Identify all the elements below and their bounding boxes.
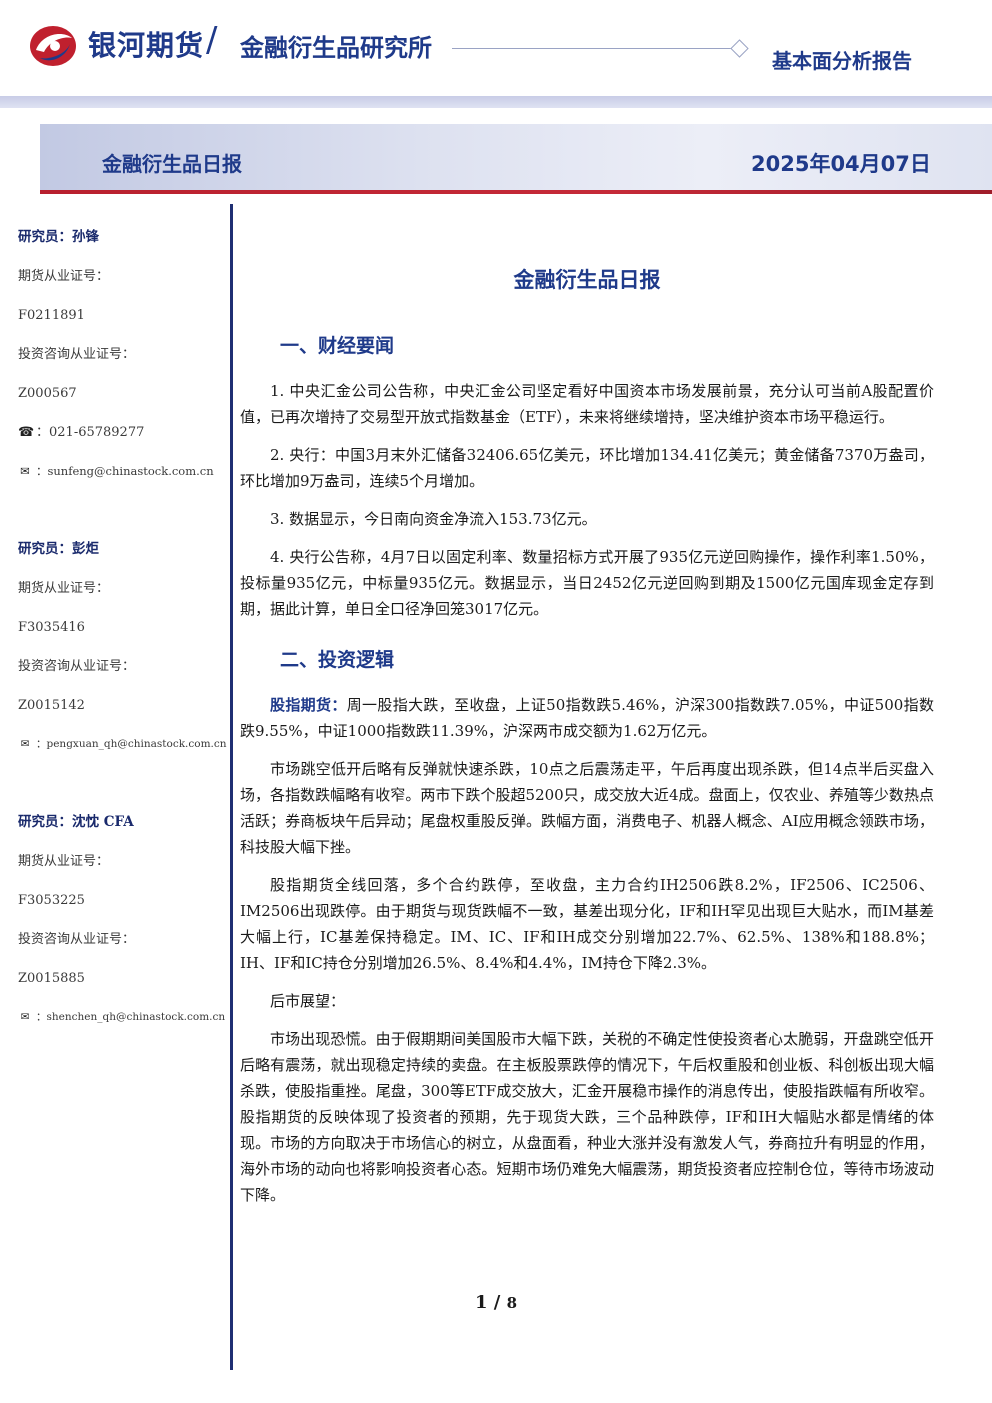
analyst-card: 研究员：沈忱 CFA 期货从业证号： F3053225 投资咨询从业证号： Z0…: [18, 803, 226, 1037]
consult-number: Z0015885: [18, 971, 85, 986]
report-body: 金融衍生品日报 一、财经要闻 1. 中央汇金公司公告称，中央汇金公司坚定看好中国…: [240, 258, 934, 1220]
document-title: 金融衍生品日报: [513, 268, 661, 292]
analyst-sidebar: 研究员：孙锋 期货从业证号： F0211891 投资咨询从业证号： Z00056…: [18, 218, 227, 1037]
header-divider-line: [452, 48, 732, 49]
title-banner: [40, 124, 992, 194]
consult-label: 投资咨询从业证号：: [18, 659, 136, 674]
diamond-icon: [730, 39, 749, 58]
analyst-name: 研究员：孙锋: [18, 229, 99, 245]
email-row: ✉ ：sunfeng@chinastock.com.cn: [18, 452, 226, 491]
consult-number: Z0015142: [18, 698, 85, 713]
license-number: F3053225: [18, 893, 85, 908]
email-row: ✉ ：pengxuan_qh@chinastock.com.cn: [18, 725, 227, 764]
brand-divider: /: [206, 20, 218, 60]
phone-row: ☎：021-65789277: [18, 413, 226, 452]
license-label: 期货从业证号：: [18, 581, 110, 596]
index-futures-label: 股指期货：: [270, 696, 347, 714]
email-row: ✉ ：shenchen_qh@chinastock.com.cn: [18, 998, 226, 1037]
index-futures-text: 周一股指大跌，至收盘，上证50指数跌5.46%，沪深300指数跌7.05%，中证…: [240, 696, 934, 740]
consult-label: 投资咨询从业证号：: [18, 347, 136, 362]
email-link[interactable]: ：pengxuan_qh@chinastock.com.cn: [36, 738, 227, 750]
section-heading-news: 一、财经要闻: [280, 335, 395, 357]
consult-number: Z000567: [18, 386, 77, 401]
brand-name: 银河期货: [88, 29, 205, 62]
page-number: 1 / 8: [0, 1292, 992, 1313]
page-separator: /: [487, 1292, 507, 1313]
analyst-name: 研究员：彭炬: [18, 541, 99, 557]
license-label: 期货从业证号：: [18, 269, 110, 284]
mail-icon: ✉: [20, 464, 30, 478]
outlook-label: 后市展望：: [270, 992, 346, 1010]
mail-icon: ✉: [20, 1011, 30, 1023]
banner-accent-bar: [40, 190, 992, 194]
report-date: 2025年04月07日: [751, 152, 931, 176]
futures-paragraph: 股指期货全线回落，多个合约跌停，至收盘，主力合约IH2506跌8.2%，IF25…: [240, 876, 934, 972]
institute-name: 金融衍生品研究所: [240, 34, 432, 62]
index-futures-summary: 股指期货：周一股指大跌，至收盘，上证50指数跌5.46%，沪深300指数跌7.0…: [240, 692, 934, 744]
header-rule: [0, 96, 992, 108]
phone-icon: ☎: [18, 425, 35, 440]
mail-icon: ✉: [20, 738, 30, 750]
email-link[interactable]: ：shenchen_qh@chinastock.com.cn: [36, 1011, 226, 1023]
analyst-name: 研究员：沈忱 CFA: [18, 814, 134, 830]
news-item: 3. 数据显示，今日南向资金净流入153.73亿元。: [270, 510, 597, 528]
email-link[interactable]: ：sunfeng@chinastock.com.cn: [36, 464, 214, 478]
analyst-card: 研究员：孙锋 期货从业证号： F0211891 投资咨询从业证号： Z00056…: [18, 218, 226, 491]
consult-label: 投资咨询从业证号：: [18, 932, 136, 947]
current-page: 1: [474, 1292, 488, 1313]
license-number: F3035416: [18, 620, 85, 635]
news-item: 2. 央行：中国3月末外汇储备32406.65亿美元，环比增加134.41亿美元…: [240, 446, 934, 490]
sidebar-divider: [230, 204, 233, 1370]
news-item: 4. 央行公告称，4月7日以固定利率、数量招标方式开展了935亿元逆回购操作，操…: [240, 548, 934, 618]
market-paragraph: 市场跳空低开后略有反弹就快速杀跌，10点之后震荡走平，午后再度出现杀跌，但14点…: [240, 760, 934, 856]
section-heading-logic: 二、投资逻辑: [280, 649, 395, 671]
license-number: F0211891: [18, 308, 85, 323]
total-pages: 8: [506, 1294, 518, 1312]
galaxy-logo-icon: [30, 26, 76, 66]
license-label: 期货从业证号：: [18, 854, 110, 869]
analyst-card: 研究员：彭炬 期货从业证号： F3035416 投资咨询从业证号： Z00151…: [18, 530, 227, 764]
news-item: 1. 中央汇金公司公告称，中央汇金公司坚定看好中国资本市场发展前景，充分认可当前…: [240, 382, 934, 426]
phone-number: ：021-65789277: [36, 425, 145, 440]
report-type: 基本面分析报告: [772, 49, 912, 73]
banner-title: 金融衍生品日报: [102, 152, 242, 176]
outlook-paragraph: 市场出现恐慌。由于假期期间美国股市大幅下跌，关税的不确定性使投资者心太脆弱，开盘…: [240, 1030, 934, 1204]
